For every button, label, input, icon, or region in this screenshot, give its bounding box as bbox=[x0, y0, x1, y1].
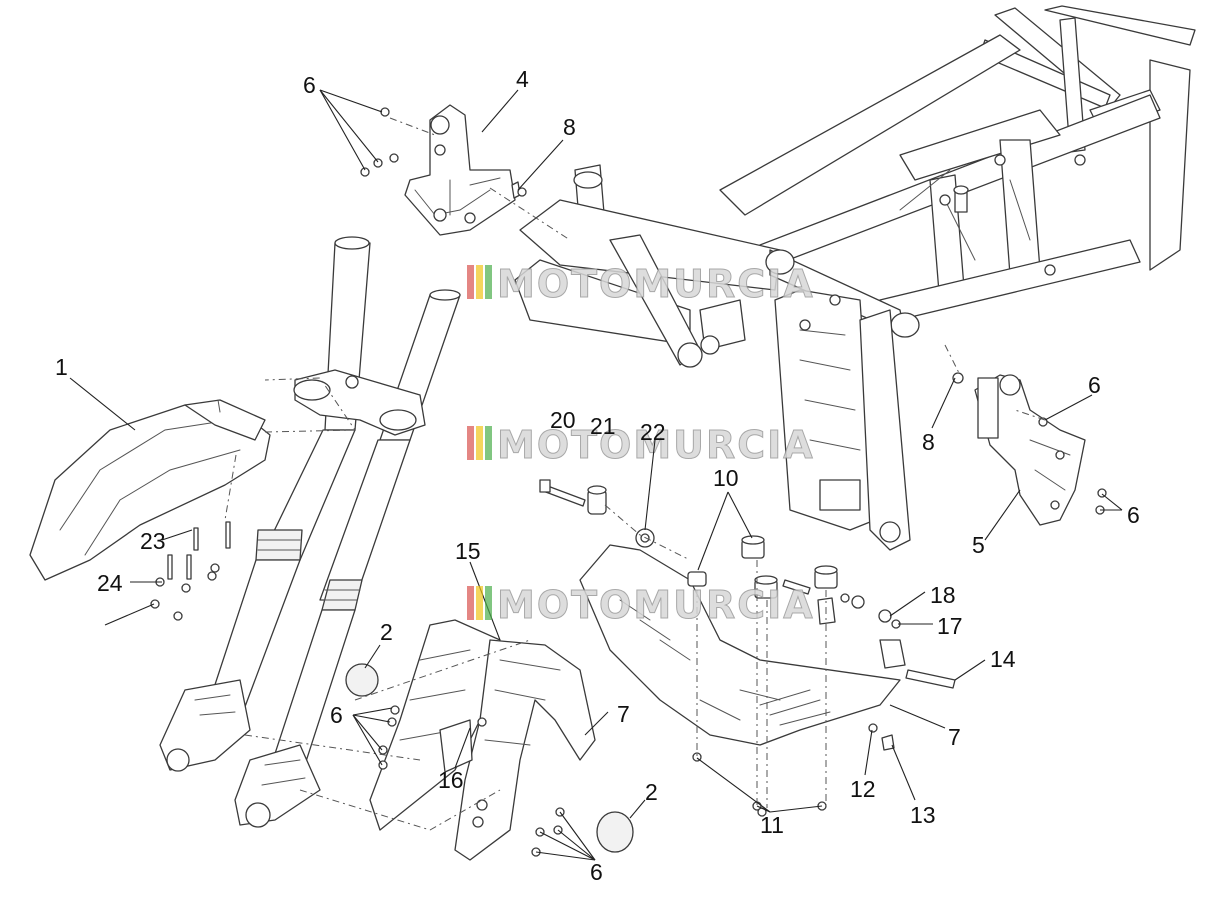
callout-6: 6 bbox=[1127, 502, 1140, 528]
callout-19: 20 bbox=[550, 407, 576, 433]
callout-20: 21 bbox=[590, 413, 616, 439]
callout-6: 6 bbox=[303, 72, 316, 98]
callout-21: 22 bbox=[640, 419, 666, 445]
callout-5: 5 bbox=[972, 532, 985, 558]
callout-17: 17 bbox=[937, 613, 963, 639]
callout-11: 11 bbox=[760, 812, 784, 838]
callout-8: 8 bbox=[922, 429, 935, 455]
callout-10: 10 bbox=[713, 465, 739, 491]
frame-assembly bbox=[514, 5, 1196, 551]
part-1-front-mudguard bbox=[29, 399, 271, 581]
left-fork-leg bbox=[159, 236, 371, 772]
part-2-plug-left bbox=[345, 663, 379, 697]
callout-23: 24 bbox=[97, 570, 123, 596]
callout-6: 6 bbox=[1088, 372, 1101, 398]
callout-8: 8 bbox=[563, 114, 576, 140]
callout-9: 7 bbox=[617, 701, 630, 727]
callout-7: 7 bbox=[948, 724, 961, 750]
callout-4: 4 bbox=[516, 66, 529, 92]
callout-14: 14 bbox=[990, 646, 1016, 672]
callout-6: 6 bbox=[330, 702, 343, 728]
part-7-skid-plate bbox=[579, 544, 906, 746]
watermark-text: MOTOMURCIA bbox=[497, 262, 815, 306]
part-16-bracket bbox=[439, 719, 473, 773]
watermark-top: MOTOMURCIA bbox=[467, 262, 815, 307]
callout-6: 6 bbox=[590, 859, 603, 885]
part-2-plug-right bbox=[596, 811, 634, 853]
callout-15: 15 bbox=[455, 538, 481, 564]
part-9-fork-guard-cover bbox=[454, 639, 596, 861]
callout-22: 23 bbox=[140, 528, 166, 554]
watermark-bottom: MOTOMURCIA bbox=[467, 583, 815, 628]
triple-clamp bbox=[293, 369, 426, 436]
callout-2: 2 bbox=[380, 619, 393, 645]
callout-18: 18 bbox=[930, 582, 956, 608]
part-20-spacer bbox=[587, 485, 607, 515]
assembly-lines bbox=[224, 117, 1046, 831]
callout-13: 13 bbox=[910, 802, 936, 828]
callout-labels: 6 4 8 1 6 8 6 5 20 21 22 10 15 23 24 18 … bbox=[55, 66, 1140, 885]
callout-1: 1 bbox=[55, 354, 68, 380]
part-15-fork-guard bbox=[369, 619, 501, 831]
leader-lines bbox=[69, 89, 1123, 861]
callout-2: 2 bbox=[645, 779, 658, 805]
part-5-side-bracket bbox=[974, 374, 1086, 526]
part-10-rubber-mounts bbox=[687, 535, 838, 599]
part-4-headlight-bracket bbox=[404, 104, 521, 236]
callout-12: 12 bbox=[850, 776, 876, 802]
part-19-bolt bbox=[539, 479, 586, 507]
watermark-text: MOTOMURCIA bbox=[497, 583, 815, 627]
callout-16: 16 bbox=[438, 767, 464, 793]
